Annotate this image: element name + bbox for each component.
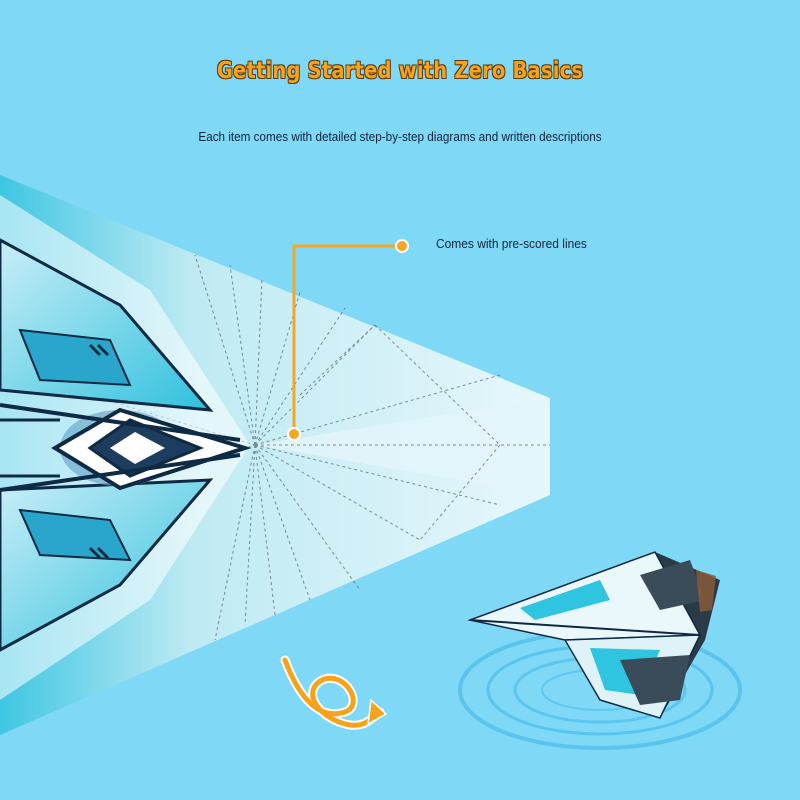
folded-paper-plane (467, 551, 720, 719)
callout-start-dot (287, 427, 301, 441)
flight-arrow-icon (280, 655, 388, 730)
jet-artwork (0, 195, 252, 700)
page-title: Getting Started with Zero Basics (216, 58, 584, 84)
page-subtitle: Each item comes with detailed step-by-st… (198, 129, 602, 144)
callout-connector (287, 239, 409, 441)
callout-end-dot (395, 239, 409, 253)
callout-label: Comes with pre-scored lines (436, 236, 587, 251)
